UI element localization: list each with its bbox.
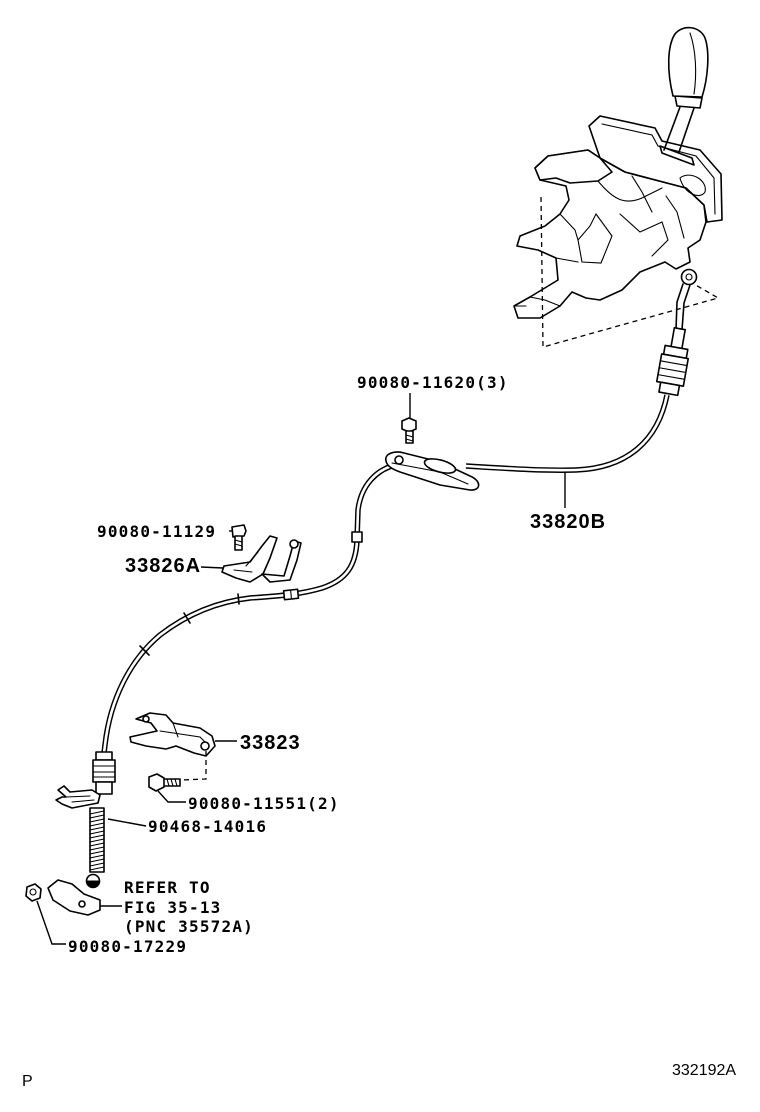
lever-nut-body bbox=[25, 883, 42, 902]
shift-knob bbox=[667, 26, 709, 98]
upper-plate-bolt bbox=[401, 417, 417, 444]
threaded-rod-threads bbox=[89, 810, 105, 871]
lower-bracket-bolt-thread bbox=[166, 778, 178, 787]
cable-end-rod bbox=[675, 283, 691, 331]
callout-upper-bracket[interactable]: 33826A bbox=[125, 555, 201, 577]
shift-knob-contour bbox=[689, 32, 697, 95]
cable-upper-run-core bbox=[465, 394, 669, 472]
cross-reference-line-1[interactable]: REFER TO bbox=[124, 878, 211, 897]
upper-plate-bolt-thread bbox=[405, 434, 414, 442]
cable-sleeve-middle bbox=[282, 588, 300, 601]
lever-nut bbox=[25, 883, 42, 902]
shift-gate-slot bbox=[659, 145, 695, 166]
cable-sleeve-middle-divider bbox=[290, 589, 293, 600]
shift-lever-rod bbox=[663, 106, 695, 153]
callout-shift-cable[interactable]: 33820B bbox=[530, 511, 606, 533]
callout-nut[interactable]: 90080-17229 bbox=[68, 937, 187, 956]
lower-cable-bracket-bolt-hole bbox=[200, 741, 210, 751]
shifter-top-plate-edge bbox=[601, 123, 716, 215]
upper-cable-bracket-hole bbox=[289, 539, 299, 549]
shifter-gate-detent bbox=[679, 174, 706, 196]
upper-plate-bolt-head bbox=[401, 417, 417, 433]
cross-reference-line-3[interactable]: (PNC 35572A) bbox=[124, 917, 254, 936]
lower-cable-bracket-body bbox=[129, 712, 216, 757]
cable-upper-fitting bbox=[655, 326, 690, 397]
callout-lower-bolt[interactable]: 90080-11551(2) bbox=[188, 794, 340, 813]
leader-lines bbox=[36, 393, 566, 945]
cable-mounting-plate-hole bbox=[394, 455, 404, 465]
fitting-collar bbox=[658, 381, 681, 397]
leader-upper-bracket bbox=[200, 566, 224, 569]
callout-cable-clip[interactable]: 90468-14016 bbox=[148, 817, 267, 836]
shift-cable bbox=[101, 394, 670, 754]
bracket-bolt-shank bbox=[234, 535, 243, 551]
cable-mounting-plate-boss bbox=[423, 458, 457, 474]
control-lever-hole bbox=[78, 900, 86, 908]
cable-ball-joint-shade bbox=[85, 880, 101, 888]
cable-lower-run-outline bbox=[101, 461, 401, 754]
cable-lower-end bbox=[47, 751, 116, 916]
illustration-footer: P 332192A bbox=[22, 1062, 736, 1090]
callout-lower-bracket[interactable]: 33823 bbox=[240, 732, 301, 754]
cable-lower-run-core bbox=[102, 462, 401, 754]
fitting-rings bbox=[657, 360, 688, 380]
leader-nut bbox=[36, 900, 66, 945]
transmission-control-lever bbox=[47, 879, 101, 916]
lower-fitting-collar bbox=[95, 781, 113, 795]
shifter-housing-left-cover bbox=[534, 149, 613, 184]
lower-cable-bracket-upper-hole bbox=[142, 715, 150, 723]
lower-fitting-body bbox=[92, 759, 116, 783]
bracket-bolt bbox=[231, 524, 247, 551]
upper-cable-bracket-clip bbox=[261, 540, 302, 583]
callout-bracket-bolt[interactable]: 90080-11129 bbox=[97, 522, 216, 541]
upper-cable-bracket bbox=[221, 535, 302, 583]
bracket-bolt-thread bbox=[234, 539, 243, 547]
bracket-bolt-head bbox=[231, 524, 247, 538]
shifter-mechanism-detail bbox=[513, 175, 685, 307]
shift-lever-collar bbox=[674, 95, 703, 109]
cable-joint-marks bbox=[139, 593, 240, 656]
leader-cable-clip bbox=[107, 818, 147, 827]
shifter-housing-top-plate bbox=[588, 115, 723, 223]
leader-lower-bolt bbox=[157, 790, 186, 803]
lower-bracket-bolt-head bbox=[148, 773, 165, 792]
callout-upper-bolt[interactable]: 90080-11620(3) bbox=[357, 373, 509, 392]
cable-end-eye bbox=[680, 268, 698, 286]
lower-cable-bracket bbox=[129, 712, 216, 757]
cable-mount-dashed-guide bbox=[540, 196, 720, 348]
cable-upper-run-outline bbox=[465, 394, 670, 473]
lever-nut-hole bbox=[29, 888, 37, 896]
lower-bracket-bolt bbox=[148, 773, 181, 792]
cable-retaining-clip-slot bbox=[65, 795, 95, 803]
part-callouts: 90080-11620(3) 33820B 90080-11129 33826A… bbox=[68, 373, 606, 956]
lower-fitting-rings bbox=[92, 765, 116, 778]
illustration-id: 332192A bbox=[672, 1062, 736, 1079]
shift-lever-assembly bbox=[513, 26, 723, 348]
cable-upper-end bbox=[655, 268, 698, 397]
cable-sleeve-upper bbox=[351, 531, 363, 543]
lower-fitting-neck bbox=[95, 751, 113, 761]
lower-bolt-dashed-guide bbox=[180, 751, 207, 781]
cable-end-eye-hole bbox=[685, 273, 693, 281]
cross-reference-line-2[interactable]: FIG 35-13 bbox=[124, 898, 222, 917]
upper-cable-bracket-fold bbox=[233, 551, 259, 573]
corner-mark: P bbox=[22, 1073, 33, 1090]
